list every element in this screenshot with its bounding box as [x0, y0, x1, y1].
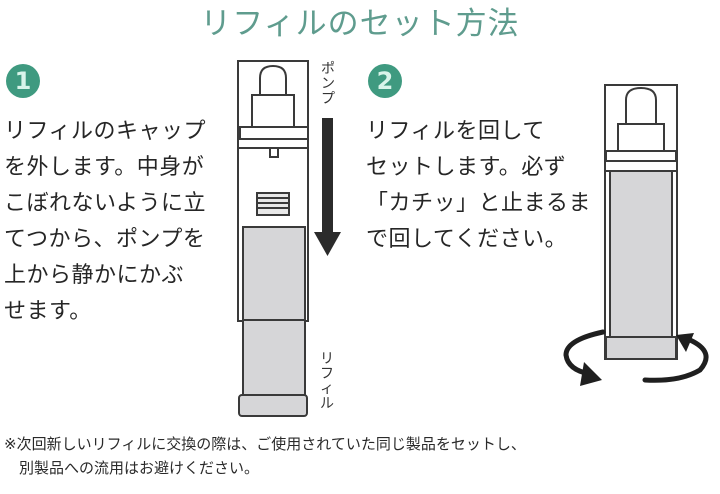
footnote: ※次回新しいリフィルに交換の際は、ご使用されていた同じ製品をセットし、 別製品へ… [4, 432, 526, 480]
step-2-line: リフィルを回して [366, 119, 545, 144]
rotate-arrows-icon [563, 329, 709, 383]
footnote-line-1: ※次回新しいリフィルに交換の際は、ご使用されていた同じ製品をセットし、 [4, 435, 526, 453]
step-1-text: リフィルのキャップ を外します。中身が こぼれないように立 てつから、ポンプを … [4, 114, 206, 330]
refill-illustration [238, 192, 308, 417]
step-2-line: で回してください。 [366, 227, 568, 252]
step-1-line: てつから、ポンプを [4, 227, 206, 252]
step-2-line: 「カチッ」と止まるま [366, 191, 592, 216]
step-1-line: こぼれないように立 [4, 191, 207, 216]
step-2-badge: 2 [368, 64, 402, 98]
step-1-badge: 1 [6, 64, 40, 98]
step-1-line: せます。 [4, 299, 92, 324]
step-1-line: 上から静かにかぶ [4, 263, 185, 288]
refill-label: リ フ ィ ル [320, 351, 334, 412]
step-1-line: を外します。中身が [4, 155, 205, 180]
step-2-text: リフィルを回して セットします。必ず 「カチッ」と止まるま で回してください。 [366, 114, 591, 258]
down-arrow-icon [314, 118, 341, 256]
rotate-arrowheads-icon [580, 333, 694, 386]
step-2-line: セットします。必ず [366, 155, 567, 180]
assembled-bottle-illustration [604, 84, 678, 360]
page-title: リフィルのセット方法 [200, 6, 520, 42]
pump-label: ポ ン プ [321, 61, 335, 107]
footnote-line-2: 別製品への流用はお避けください。 [4, 459, 260, 477]
step-1-line: リフィルのキャップ [4, 119, 207, 144]
